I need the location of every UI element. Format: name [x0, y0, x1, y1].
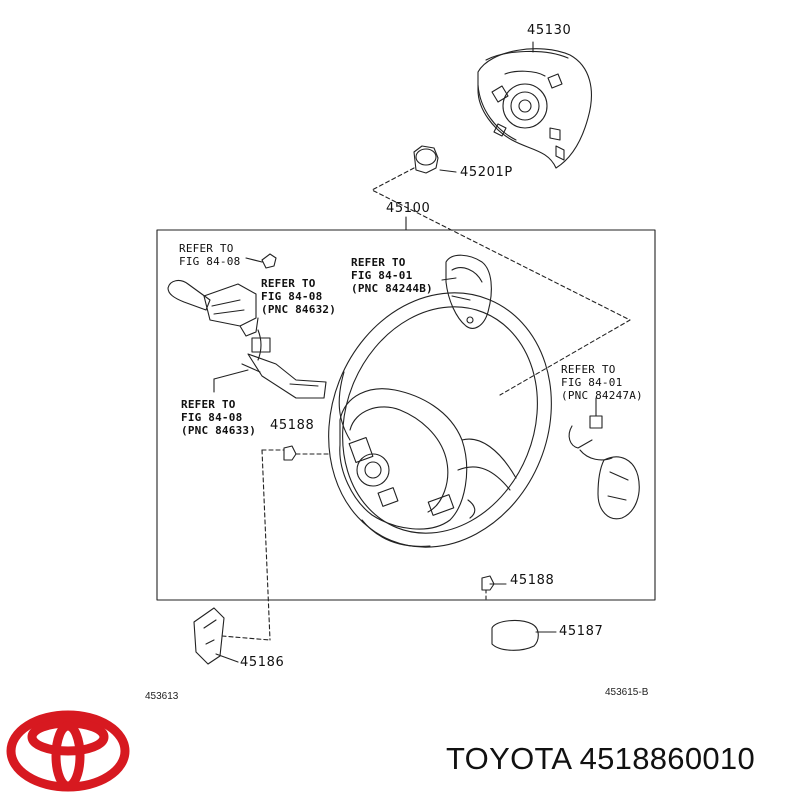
- airbag-module-illustration: [477, 41, 592, 169]
- left-switch-illustration: [167, 253, 327, 399]
- part-number-45186: 45186: [240, 655, 285, 670]
- part-number-45188-left: 45188: [270, 418, 315, 433]
- cover-45187-illustration: [491, 619, 557, 651]
- refer-label-right-side: REFER TO FIG 84-01 (PNC 84247A): [561, 363, 643, 402]
- refer-label-switch-left: REFER TO FIG 84-08 (PNC 84632): [261, 277, 337, 316]
- part-number-45100: 45100: [386, 201, 431, 216]
- part-number-45188-right: 45188: [510, 573, 555, 588]
- toyota-logo: [6, 710, 130, 792]
- refer-label-lower-left: REFER TO FIG 84-08 (PNC 84633): [181, 398, 257, 437]
- part-number-45201p: 45201P: [460, 165, 513, 180]
- diagram-code-left: 453613: [145, 691, 179, 702]
- screw-left-illustration: [221, 445, 331, 641]
- diagram-code-right: 453615-B: [605, 687, 649, 698]
- cover-45186-illustration: [193, 607, 239, 665]
- refer-label-top-left: REFER TO FIG 84-08: [179, 242, 241, 268]
- spoke-switch-illustration: [441, 254, 492, 329]
- refer-label-spoke-top: REFER TO FIG 84-01 (PNC 84244B): [351, 256, 433, 295]
- right-switch-illustration: [568, 397, 640, 520]
- brand-part-number: TOYOTA 4518860010: [446, 741, 755, 776]
- part-number-45187: 45187: [559, 624, 604, 639]
- part-number-45130: 45130: [527, 23, 572, 38]
- left-leader-lines: [213, 369, 249, 393]
- steering-wheel-illustration: [328, 292, 552, 548]
- screw-right-illustration: [481, 575, 507, 601]
- airbag-leader-lines: [371, 167, 631, 396]
- nut-illustration: [413, 145, 457, 174]
